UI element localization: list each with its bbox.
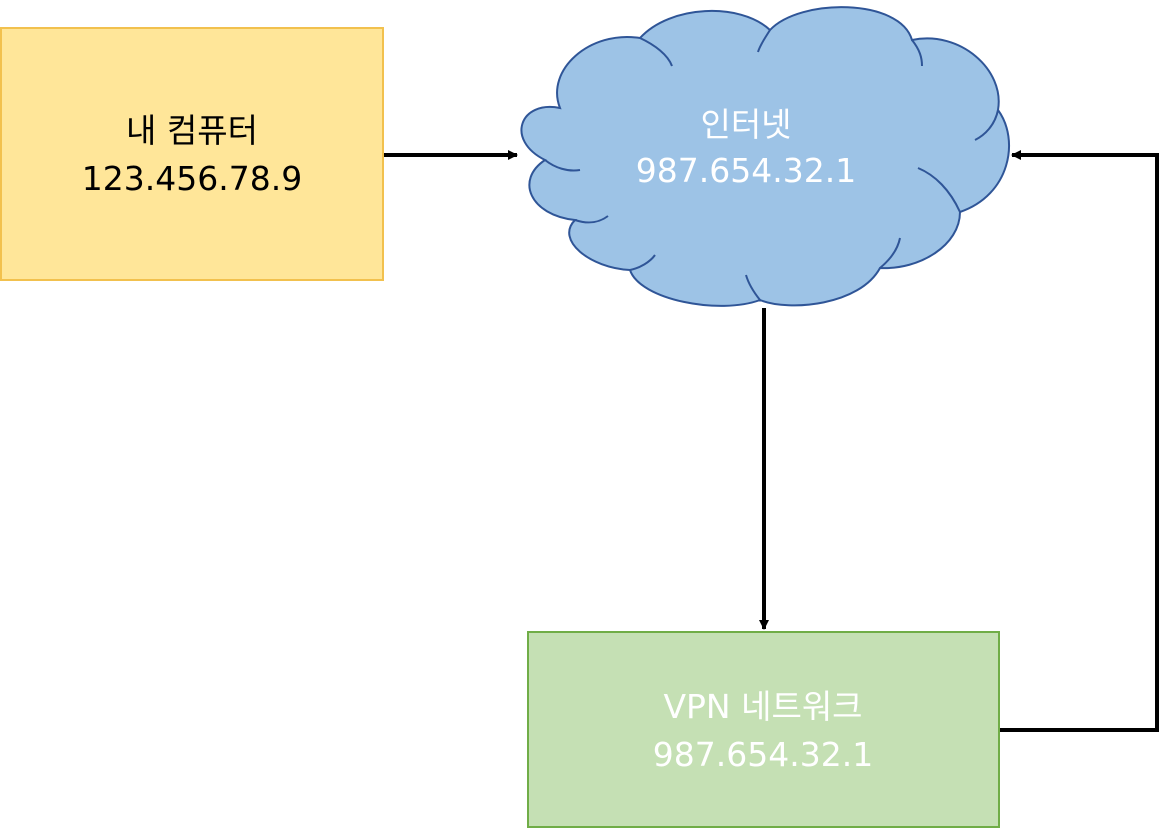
internet-cloud-shape bbox=[520, 6, 1010, 307]
node-vpn-network: VPN 네트워크 987.654.32.1 bbox=[527, 631, 1000, 828]
node-my-computer: 내 컴퓨터 123.456.78.9 bbox=[0, 27, 384, 281]
my-computer-ip: 123.456.78.9 bbox=[82, 159, 302, 198]
my-computer-box bbox=[0, 27, 384, 281]
internet-title: 인터넷 bbox=[700, 105, 791, 144]
node-internet: 인터넷 987.654.32.1 bbox=[520, 6, 1010, 307]
vpn-network-title: VPN 네트워크 bbox=[663, 687, 862, 726]
vpn-network-ip: 987.654.32.1 bbox=[653, 735, 873, 774]
vpn-network-box bbox=[527, 631, 1000, 828]
internet-ip: 987.654.32.1 bbox=[636, 151, 856, 190]
internet-cloud-inner-curves bbox=[544, 29, 999, 301]
my-computer-title: 내 컴퓨터 bbox=[126, 111, 258, 150]
edge-vpn-to-internet bbox=[1000, 150, 1159, 732]
